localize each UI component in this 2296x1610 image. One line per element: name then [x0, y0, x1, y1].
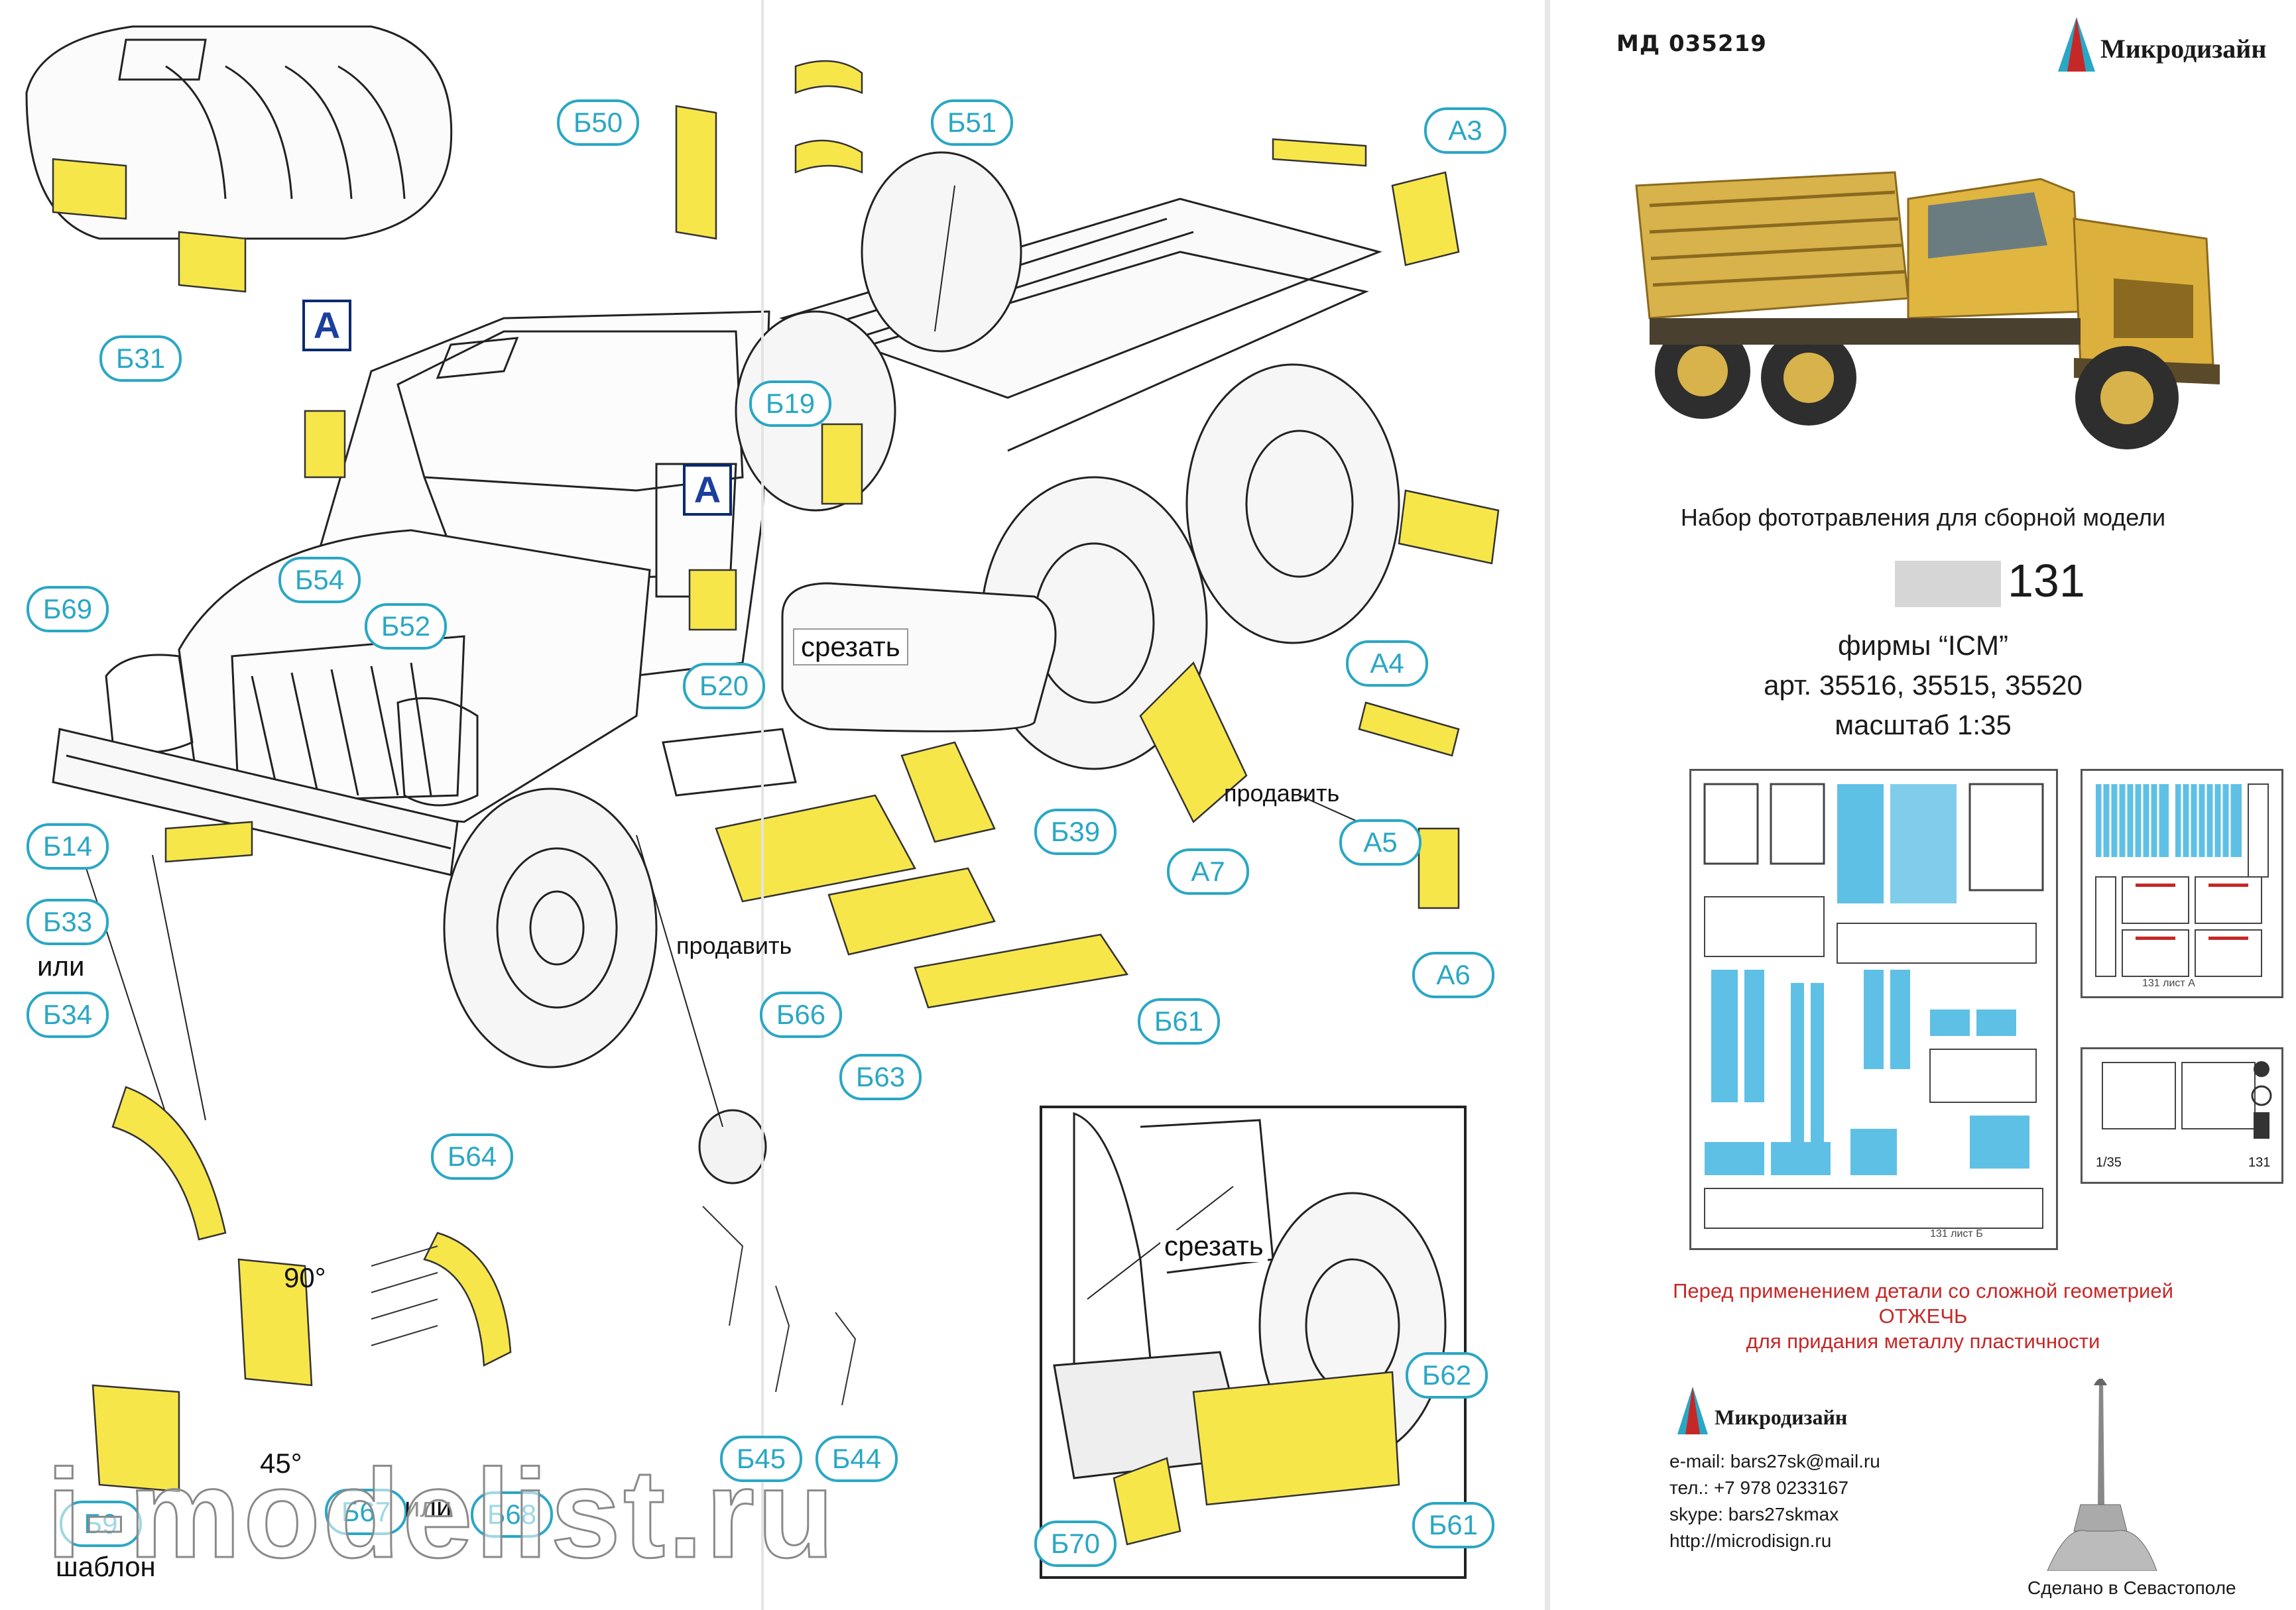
fret-sheet-a-parts — [2095, 783, 2269, 977]
callout-b39: Б39 — [1034, 809, 1117, 855]
made-in-label: Сделано в Севастополе — [2027, 1578, 2236, 1598]
brand-logo-icon-small — [1677, 1387, 1708, 1434]
contact-site: http://microdisign.ru — [1669, 1530, 1832, 1551]
model-number: 131 — [2008, 555, 2085, 606]
note-cut-1: срезать — [793, 628, 908, 665]
contact-email: e-mail: bars27sk@mail.ru — [1669, 1451, 1880, 1471]
callout-a7: А7 — [1167, 848, 1249, 895]
callout-b61-top: Б61 — [1138, 998, 1220, 1045]
monument-icon — [2047, 1379, 2157, 1571]
warning-line-1: Перед применением детали со сложной геом… — [1673, 1279, 2173, 1302]
callout-b20: Б20 — [683, 663, 765, 709]
callout-b9: Б9 — [60, 1501, 142, 1547]
censored-name-block — [1895, 561, 2001, 607]
info-panel: МД 035219 Микродизайн Набор фототравлени… — [1550, 0, 2296, 1610]
note-or-1: или — [37, 950, 85, 982]
fret-sheet-b: 131 лист Б — [1689, 769, 2058, 1250]
assembly-diagram: A A Б31 Б50 Б51 А3 Б19 Б54 Б52 Б69 Б20 А… — [25, 0, 1506, 1610]
ref-marker-a-2: A — [683, 464, 732, 516]
brand-logo-icon — [2058, 17, 2095, 72]
callout-b34: Б34 — [27, 992, 109, 1038]
kit-code: МД 035219 — [1616, 30, 1767, 57]
callout-a6: А6 — [1412, 952, 1494, 998]
brand-name: Микродизайн — [2100, 34, 2267, 64]
page-fold-right — [1545, 0, 1550, 1610]
callout-b50: Б50 — [557, 99, 639, 146]
truck-photo — [1610, 146, 2226, 457]
manufacturer-line: фирмы “ICM” — [1837, 630, 2009, 661]
watermark-text: i-modelist.ru — [45, 1443, 837, 1585]
callout-b51: Б51 — [931, 99, 1013, 146]
note-press-2: продавить — [676, 932, 792, 959]
callout-a5: А5 — [1339, 819, 1421, 866]
articles-line: арт. 35516, 35515, 35520 — [1764, 669, 2083, 701]
callout-b44: Б44 — [816, 1436, 898, 1482]
callout-b31: Б31 — [99, 335, 182, 382]
fret-sheet-b-caption: 131 лист Б — [1930, 1228, 1983, 1239]
contact-skype: skype: bars27skmax — [1669, 1504, 1839, 1524]
truck-line-drawing — [25, 25, 1500, 1579]
note-angle-45: 45° — [260, 1448, 302, 1479]
note-press-1: продавить — [1224, 779, 1340, 807]
note-angle-90: 90° — [284, 1262, 326, 1293]
callout-b45: Б45 — [720, 1436, 802, 1482]
ref-marker-a-1: A — [302, 300, 351, 351]
callout-a3: А3 — [1424, 107, 1506, 154]
note-or-2: или — [404, 1491, 452, 1523]
fret-sheet-b-parts — [1703, 783, 2044, 1229]
callout-b68: Б68 — [471, 1491, 553, 1538]
fret-sheet-a-caption: 131 лист А — [2142, 978, 2195, 989]
callout-b61-bottom: Б61 — [1412, 1502, 1494, 1548]
kit-subtitle: Набор фототравления для сборной модели — [1680, 504, 2166, 531]
film-sheet-number: 131 — [2248, 1155, 2271, 1170]
contact-phone: тел.: +7 978 0233167 — [1669, 1477, 1849, 1498]
fret-sheet-a: 131 лист А — [2081, 769, 2283, 998]
note-template: шаблон — [56, 1551, 156, 1582]
brand-name-small: Микродизайн — [1715, 1405, 1848, 1429]
scale-line: масштаб 1:35 — [1835, 709, 2012, 740]
film-sheet: 1/35 131 — [2081, 1047, 2283, 1184]
film-sheet-scale: 1/35 — [2096, 1155, 2122, 1170]
film-sheet-parts — [2102, 1061, 2272, 1139]
callout-b69: Б69 — [27, 586, 109, 632]
callout-b62: Б62 — [1406, 1352, 1488, 1399]
callout-b14: Б14 — [27, 823, 109, 870]
callout-a4: А4 — [1346, 640, 1428, 687]
callout-b19: Б19 — [749, 380, 831, 427]
callout-b66: Б66 — [760, 992, 842, 1038]
warning-line-2: ОТЖЕЧЬ — [1878, 1304, 1968, 1328]
callout-b70: Б70 — [1034, 1521, 1117, 1567]
note-cut-2: срезать — [1160, 1230, 1268, 1262]
callout-b54: Б54 — [278, 557, 361, 603]
page-fold-left — [761, 0, 764, 1610]
callout-b52: Б52 — [365, 603, 447, 650]
contact-block: e-mail: bars27sk@mail.ru тел.: +7 978 02… — [1669, 1448, 1880, 1554]
callout-b63: Б63 — [839, 1054, 922, 1100]
callout-b33: Б33 — [27, 899, 109, 945]
callout-b67: Б67 — [325, 1489, 407, 1535]
callout-b64: Б64 — [431, 1133, 513, 1180]
warning-line-3: для придания металлу пластичности — [1746, 1330, 2100, 1353]
